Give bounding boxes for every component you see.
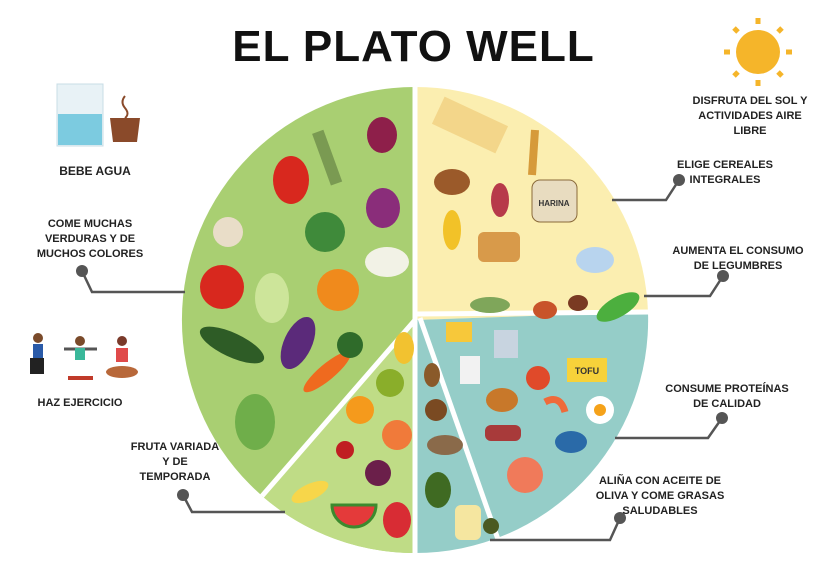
connector-dot — [717, 270, 729, 282]
coffee-steam-icon — [121, 95, 129, 119]
connector-dot — [177, 489, 189, 501]
cauliflower-icon — [365, 247, 409, 277]
cheese-icon — [446, 322, 472, 342]
almond-icon — [424, 363, 440, 387]
steak-icon — [485, 425, 521, 441]
milk-icon — [460, 356, 480, 384]
connector-proteins — [615, 417, 724, 440]
orange-icon — [346, 396, 374, 424]
hazelnut-icon — [425, 399, 447, 421]
lentils-icon — [470, 297, 510, 313]
asparagus-icon — [312, 129, 343, 186]
label-fats: ALIÑA CON ACEITE DE OLIVA Y COME GRASAS … — [595, 475, 725, 517]
beet-icon — [367, 117, 397, 153]
water-fill — [58, 114, 102, 145]
banana-icon — [291, 480, 329, 504]
walnuts-icon — [427, 435, 463, 455]
mushroom-icon — [213, 217, 243, 247]
connector-fats — [490, 517, 622, 542]
label-exercise: HAZ EJERCICIO — [37, 397, 123, 409]
kale-icon — [337, 332, 363, 358]
connector-legumes — [644, 275, 725, 298]
label-vegetables: COME MUCHAS VERDURAS Y DE MUCHOS COLORES — [36, 218, 144, 260]
chicken-icon — [486, 388, 518, 412]
label-cereals: ELIGE CEREALES INTEGRALES — [677, 159, 773, 186]
connector-fruit — [181, 494, 285, 514]
bean-red-icon — [533, 301, 557, 319]
lettuce-icon — [255, 273, 289, 323]
wheat-icon — [528, 129, 539, 176]
strawberry-icon — [383, 502, 411, 538]
page-title: EL PLATO WELL — [232, 22, 595, 71]
cucumber-icon — [199, 326, 265, 364]
kiwi-icon — [376, 369, 404, 397]
coffee-cup-icon — [110, 118, 140, 142]
label-fruit: FRUTA VARIADA Y DE TEMPORADA — [130, 441, 220, 483]
flour-bag-label: HARINA — [538, 199, 569, 208]
shrimp-icon — [543, 396, 569, 414]
cherries-icon — [336, 441, 354, 459]
divider-fruit — [260, 318, 417, 498]
tofu-label: TOFU — [575, 366, 599, 376]
bok-choy-icon — [235, 394, 275, 450]
peach-icon — [382, 420, 412, 450]
connector-vegetables — [80, 270, 185, 294]
pumpkin-icon — [317, 269, 359, 311]
rice-bowl-icon — [576, 247, 614, 273]
broccoli-icon — [305, 212, 345, 252]
sweet-potato-icon — [491, 183, 509, 217]
flour-bag-icon — [531, 179, 578, 223]
tofu-icon — [567, 358, 607, 382]
pot-icon — [494, 330, 518, 358]
egg-yolk-icon — [594, 404, 606, 416]
pepper-icon — [273, 156, 309, 204]
label-water: BEBE AGUA — [59, 164, 131, 178]
connector-cereals — [612, 179, 681, 202]
salmon-icon — [507, 457, 543, 493]
pasta-icon — [431, 96, 509, 154]
eggplant-icon — [280, 316, 316, 370]
connector-dot — [716, 412, 728, 424]
connector-dot — [614, 512, 626, 524]
watermelon-icon — [330, 503, 378, 529]
pineapple-icon — [394, 332, 414, 364]
tomato-icon — [200, 265, 244, 309]
carrot-icon — [303, 351, 351, 393]
olive-oil-icon — [455, 505, 481, 540]
connector-dot — [76, 265, 88, 277]
olives-icon — [483, 518, 499, 534]
corn-icon — [443, 210, 461, 250]
potato-icon — [434, 169, 470, 195]
avocado-icon — [425, 472, 451, 508]
sun-icon — [724, 18, 792, 86]
connector-dot — [673, 174, 685, 186]
divider-fats — [417, 317, 503, 546]
bean-brown-icon — [568, 295, 588, 311]
label-legumes: AUMENTA EL CONSUMO DE LEGUMBRES — [672, 245, 804, 272]
fish-icon — [555, 431, 587, 453]
exercise-people-icon — [30, 333, 138, 380]
pea-pod-icon — [596, 292, 640, 322]
octopus-icon — [526, 366, 550, 390]
label-proteins: CONSUME PROTEÍNAS DE CALIDAD — [665, 383, 789, 410]
grapes-icon — [365, 460, 391, 486]
bread-icon — [478, 232, 520, 262]
onion-icon — [366, 188, 400, 228]
label-sun: DISFRUTA DEL SOL Y ACTIVIDADES AIRE LIBR… — [692, 95, 808, 137]
